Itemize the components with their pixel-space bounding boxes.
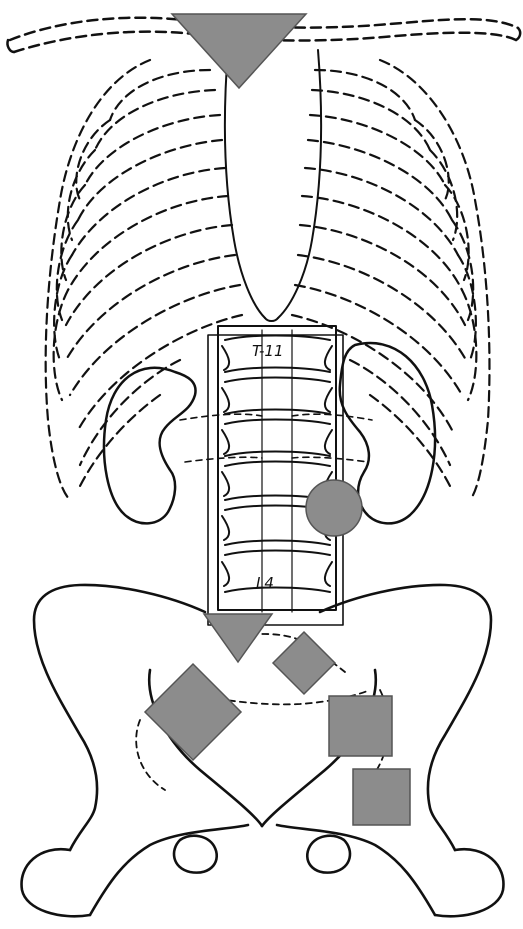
triangle-marker-sacrum <box>204 614 272 662</box>
square-marker-pelvis-lower-right <box>353 769 410 825</box>
square-marker-pelvis-right <box>329 696 392 756</box>
lumbar-spine <box>180 326 372 625</box>
pelvis <box>22 585 504 916</box>
circle-marker-left-kidney <box>306 480 362 536</box>
triangle-marker-sternum <box>172 14 306 88</box>
vertebra-label-upper: T-11 <box>252 342 284 360</box>
sternum <box>225 50 321 321</box>
vertebra-label-lower: L4 <box>256 574 274 592</box>
diamond-marker-pelvis-left <box>145 664 241 760</box>
rib-cage <box>46 60 490 500</box>
diamond-marker-pelvis-center <box>273 632 335 694</box>
